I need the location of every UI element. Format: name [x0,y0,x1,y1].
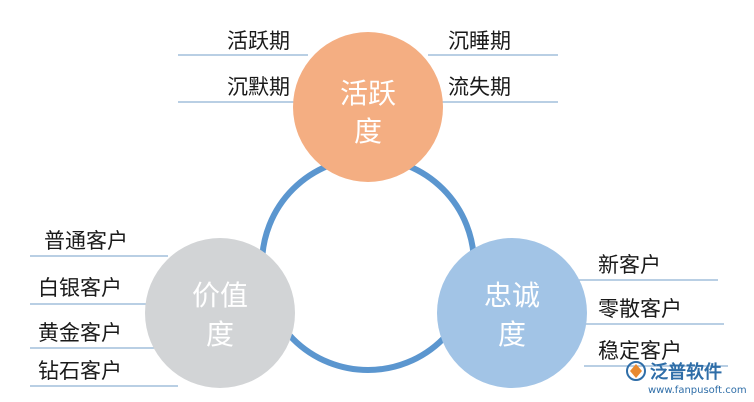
watermark-url: www.fanpusoft.com [648,385,747,396]
label-new-customer: 新客户 [598,253,661,277]
loyalty-node-label-line1: 忠诚 [484,279,540,312]
value-node-label-line1: 价值 [192,279,248,312]
loyalty-node [437,238,587,388]
value-node-label-line2: 度 [206,318,234,351]
label-scattered-customer: 零散客户 [598,297,682,321]
label-silent-period: 沉默期 [227,75,290,99]
label-stable-customer: 稳定客户 [598,339,682,363]
watermark-brand: 泛普软件 [650,361,722,383]
label-dormant-period: 沉睡期 [448,29,511,53]
watermark: 泛普软件 www.fanpusoft.com [626,361,747,396]
label-silver-customer: 白银客户 [38,276,122,300]
activity-node [293,32,443,182]
label-diamond-customer: 钻石客户 [38,359,122,383]
loyalty-node-label-line2: 度 [498,318,526,351]
activity-node-label-line1: 活跃 [340,77,396,110]
label-underlines [30,54,728,387]
label-gold-customer: 黄金客户 [38,321,122,345]
label-regular-customer: 普通客户 [44,229,128,253]
label-lost-period: 流失期 [448,75,511,99]
label-active-period: 活跃期 [227,29,290,53]
fanpu-logo-icon [626,361,646,381]
value-node [145,238,295,388]
activity-node-label-line2: 度 [354,115,382,148]
